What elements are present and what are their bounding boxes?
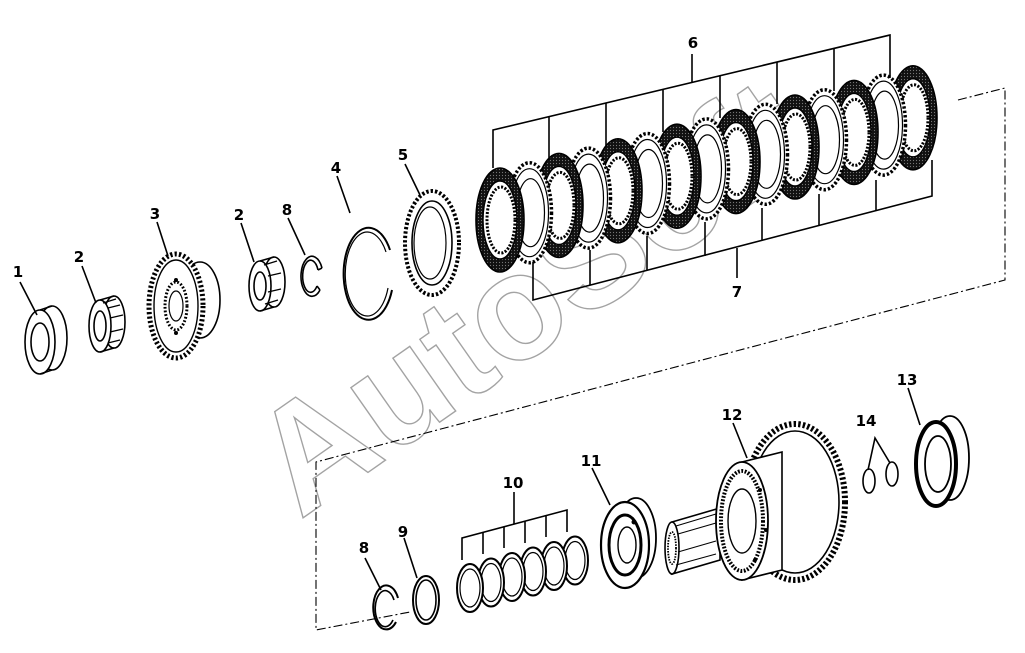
bracket-part-6 [492, 33, 891, 168]
callout-2b: 2 [234, 206, 244, 224]
friction-disc [652, 123, 702, 229]
bracket-part-10 [461, 492, 568, 560]
backing-plate-part-5 [403, 189, 461, 297]
callout-14: 14 [856, 412, 877, 430]
gear-part-3 [146, 251, 221, 361]
callout-5: 5 [398, 146, 408, 164]
needle-bearing-part-2-left [88, 295, 126, 353]
assembly-outline [315, 87, 1006, 631]
bracket-part-7 [532, 160, 933, 302]
callout-8b: 8 [359, 539, 369, 557]
ring-10 [519, 546, 547, 597]
clutch-pack-parts-6-7 [475, 65, 938, 273]
snap-ring-part-8-bottom [372, 584, 399, 631]
friction-disc [475, 167, 525, 273]
bearing-part-1 [24, 305, 68, 375]
callout-2a: 2 [74, 248, 84, 266]
callout-13: 13 [897, 371, 918, 389]
ring-10 [456, 563, 484, 613]
callout-12: 12 [722, 406, 743, 424]
rings-part-10 [456, 535, 589, 613]
bearing-part-13 [914, 415, 970, 508]
callout-11: 11 [581, 452, 602, 470]
snap-ring-part-8-top [300, 255, 323, 298]
callout-8a: 8 [282, 201, 292, 219]
callout-4: 4 [331, 159, 341, 177]
needle-bearing-part-2-right [248, 256, 286, 312]
retaining-ring-part-4 [342, 226, 393, 321]
callout-3: 3 [150, 205, 160, 223]
callout-9: 9 [398, 523, 408, 541]
callout-7: 7 [732, 283, 742, 301]
leader-lines [19, 163, 921, 591]
callout-labels: 1 2 3 2 8 4 5 6 7 8 9 10 11 12 13 14 [13, 34, 918, 557]
carrier-gear-part-12 [664, 421, 848, 583]
ring-10 [477, 557, 505, 608]
callout-1: 1 [13, 263, 23, 281]
bearing-part-11 [599, 497, 657, 590]
callout-10: 10 [503, 474, 524, 492]
ring-part-9 [412, 575, 440, 625]
callout-6: 6 [688, 34, 698, 52]
